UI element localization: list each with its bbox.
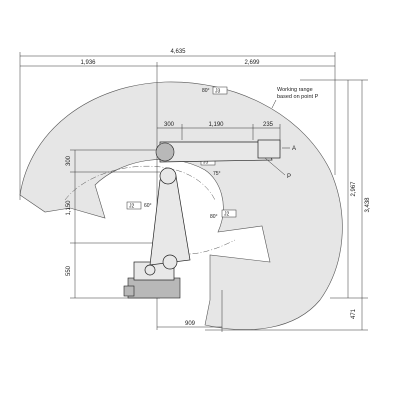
leader-point-p [264,157,286,176]
angle-tag-j3: 80° J3 [202,86,228,95]
svg-text:80°: 80° [202,88,210,94]
inner-reach-arc [64,165,216,201]
svg-text:J2: J2 [224,212,230,218]
dim-total-height: 3,438 [365,197,371,213]
svg-text:60°: 60° [144,203,152,209]
angle-tag-j2-left: J2 60° [126,201,152,210]
dim-right-width: 2,699 [244,60,260,66]
svg-text:75°: 75° [213,171,221,177]
svg-text:J2: J2 [129,204,135,210]
dim-left-width: 1,936 [80,60,96,66]
dim-upper-offset: 300 [66,155,72,166]
note-working-range: Working range [277,87,313,93]
dim-arm-length: 1,190 [208,122,224,128]
robot-lower-arm [149,167,191,270]
dim-bottom-depth: 471 [351,308,357,319]
label-point-a: A [292,146,296,152]
angle-tag-j2-right: 80° J2 [210,209,237,220]
robot-upper-arm [155,139,281,163]
dim-height-p: 2,967 [351,181,357,197]
dim-lower-arm: 1,150 [66,200,72,216]
dim-base-height: 550 [66,265,72,276]
dim-total-width: 4,635 [170,49,186,55]
leader-working-range [271,99,277,109]
dim-wrist-length: 235 [263,122,274,128]
svg-text:J5: J5 [203,160,209,166]
dim-base-reach: 909 [185,321,196,327]
dim-arm-offset: 300 [164,122,175,128]
svg-text:J3: J3 [215,89,221,95]
note-based-on: based on point P [277,94,319,100]
label-point-p: P [287,174,291,180]
svg-text:80°: 80° [210,214,218,220]
robot-base [123,261,181,299]
